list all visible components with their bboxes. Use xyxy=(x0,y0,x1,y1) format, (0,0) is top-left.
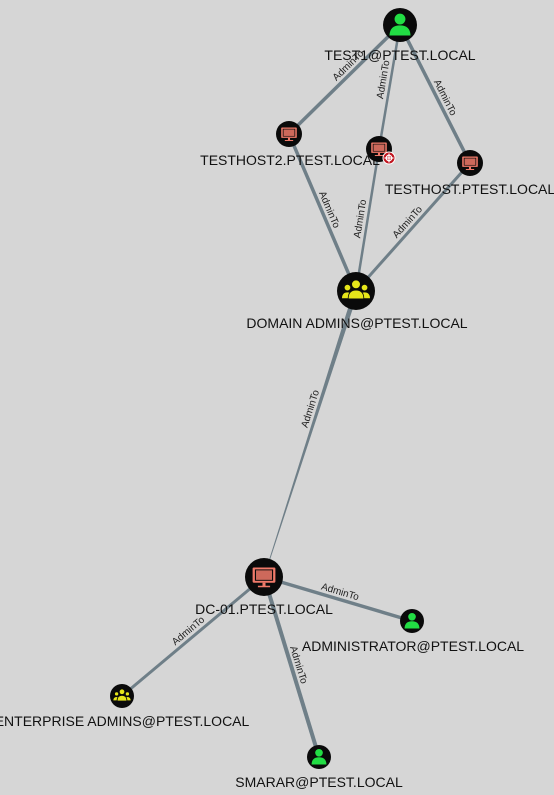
edge-dc01-smarar[interactable] xyxy=(262,576,321,758)
edge-label: AdminTo xyxy=(170,614,207,648)
node-label: SMARAR@PTEST.LOCAL xyxy=(235,774,403,790)
edge-hiddenhost-domainadmins[interactable] xyxy=(354,148,381,292)
node-label: ADMINISTRATOR@PTEST.LOCAL xyxy=(302,638,524,654)
user-icon xyxy=(311,748,327,765)
edge-testhost-domainadmins[interactable] xyxy=(354,162,472,292)
edge-dc01-administrator[interactable] xyxy=(263,575,413,623)
edge-domainadmins-dc01[interactable] xyxy=(263,290,359,578)
node-label: TEST1@PTEST.LOCAL xyxy=(324,47,475,63)
node-label: TESTHOST2.PTEST.LOCAL xyxy=(200,152,380,168)
computer-icon xyxy=(252,567,276,588)
node-hiddenhost[interactable] xyxy=(366,136,396,165)
node-enterpriseadmins[interactable]: ENTERPRISE ADMINS@PTEST.LOCAL xyxy=(0,684,250,729)
node-layer: TEST1@PTEST.LOCAL TESTHOST2.PTEST.LOCAL TE… xyxy=(0,8,554,790)
edge-test1-testhost[interactable] xyxy=(398,24,472,164)
edge-testhost2-domainadmins[interactable] xyxy=(287,133,358,292)
node-circle xyxy=(307,745,331,769)
node-domainadmins[interactable]: DOMAIN ADMINS@PTEST.LOCAL xyxy=(246,272,468,331)
node-dc01[interactable]: DC-01.PTEST.LOCAL xyxy=(195,558,333,617)
edge-dc01-enterpriseadmins[interactable] xyxy=(121,575,265,698)
node-smarar[interactable]: SMARAR@PTEST.LOCAL xyxy=(235,745,403,790)
target-badge-icon xyxy=(382,151,396,165)
user-icon xyxy=(404,612,420,629)
edge-label: AdminTo xyxy=(391,204,425,241)
group-icon xyxy=(341,279,371,300)
user-icon xyxy=(389,13,411,36)
node-administrator[interactable]: ADMINISTRATOR@PTEST.LOCAL xyxy=(302,609,524,654)
node-testhost2[interactable]: TESTHOST2.PTEST.LOCAL xyxy=(200,121,380,168)
node-label: TESTHOST.PTEST.LOCAL xyxy=(385,181,554,197)
node-test1[interactable]: TEST1@PTEST.LOCAL xyxy=(324,8,476,63)
edge-test1-hiddenhost[interactable] xyxy=(377,24,402,150)
node-circle xyxy=(400,609,424,633)
computer-target-icon xyxy=(371,142,387,157)
edge-test1-testhost2[interactable] xyxy=(287,23,402,136)
computer-icon xyxy=(281,127,297,142)
node-label: DOMAIN ADMINS@PTEST.LOCAL xyxy=(246,315,467,331)
computer-icon xyxy=(462,156,478,171)
node-label: ENTERPRISE ADMINS@PTEST.LOCAL xyxy=(0,713,250,729)
node-circle xyxy=(383,8,417,42)
node-label: DC-01.PTEST.LOCAL xyxy=(195,601,333,617)
node-testhost[interactable]: TESTHOST.PTEST.LOCAL xyxy=(385,150,554,197)
group-icon xyxy=(112,688,132,702)
